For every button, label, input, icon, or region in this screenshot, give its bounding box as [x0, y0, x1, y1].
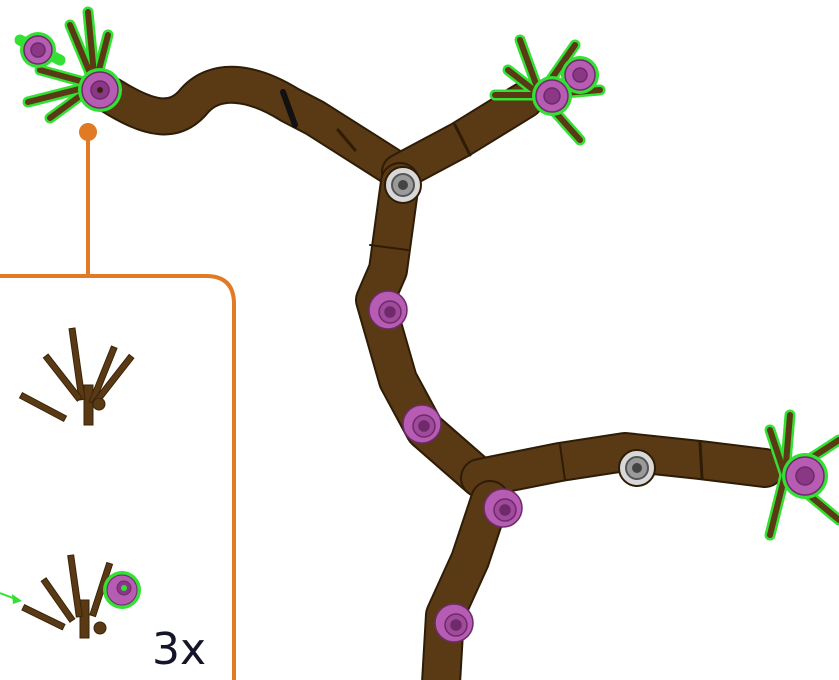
- substep-branch-with-flower: [21, 554, 141, 639]
- gray-connector: [618, 449, 656, 487]
- new-branch-tip-right: [764, 409, 839, 541]
- callout-frame: [0, 274, 236, 680]
- flower-piece: [434, 603, 474, 643]
- flower-piece: [402, 404, 442, 444]
- main-model: [91, 65, 785, 680]
- gray-connector: [384, 166, 422, 204]
- callout-leader-dot: [79, 123, 97, 141]
- quantity-multiplier: 3x: [152, 624, 207, 675]
- placement-arrow: [0, 592, 22, 604]
- new-branch-tip-top-right: [489, 34, 606, 146]
- substep-branch-piece: [18, 327, 135, 426]
- flower-piece: [483, 488, 523, 528]
- new-branch-tip-top-left: [14, 6, 122, 124]
- callout-box: [0, 123, 236, 680]
- flower-piece: [368, 290, 408, 330]
